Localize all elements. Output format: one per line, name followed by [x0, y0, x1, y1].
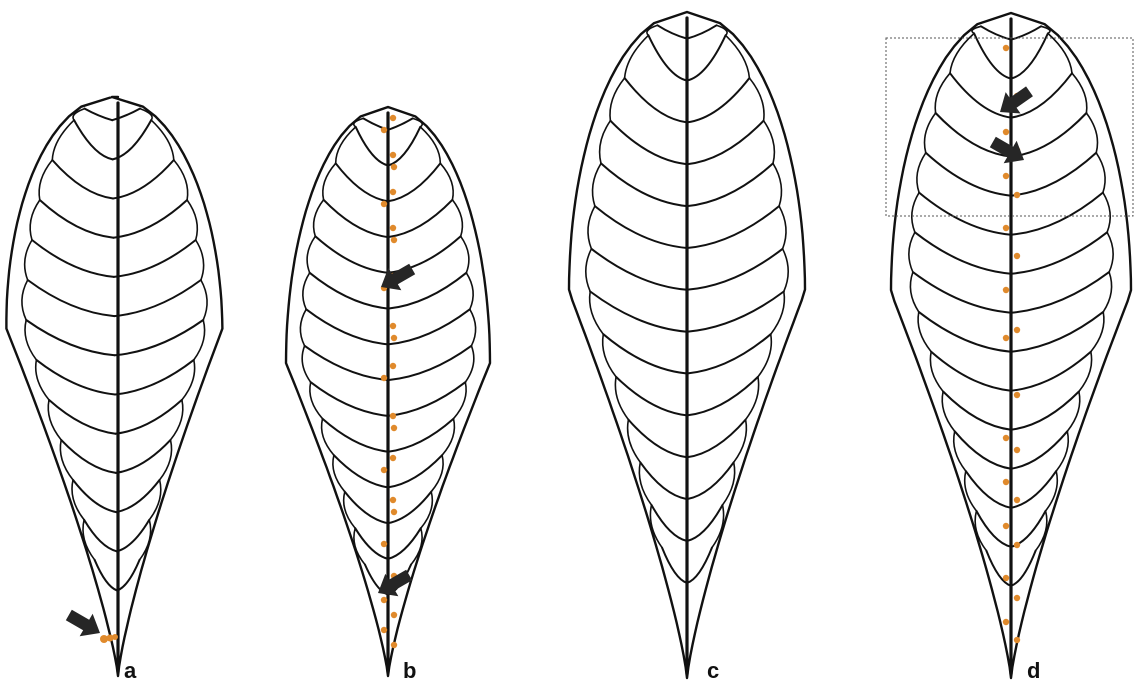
dot-marker	[112, 634, 118, 640]
dot-marker	[391, 509, 397, 515]
dot-marker	[1003, 435, 1009, 441]
dot-marker	[1003, 619, 1009, 625]
leaf-d	[886, 13, 1133, 678]
leaf-b	[286, 107, 490, 676]
panel-label-a: a	[124, 658, 137, 683]
dot-marker	[1003, 287, 1009, 293]
dot-marker	[381, 541, 387, 547]
dot-marker	[390, 413, 396, 419]
dot-marker	[1003, 335, 1009, 341]
dot-marker	[381, 201, 387, 207]
dot-marker	[390, 189, 396, 195]
dot-marker	[1014, 392, 1020, 398]
leaf-c	[569, 12, 805, 678]
dot-marker	[1014, 192, 1020, 198]
dot-marker	[381, 467, 387, 473]
dot-marker	[391, 642, 397, 648]
dot-marker	[1003, 173, 1009, 179]
dot-marker	[390, 323, 396, 329]
dot-marker	[390, 455, 396, 461]
dot-marker	[381, 597, 387, 603]
dot-marker	[1003, 129, 1009, 135]
panel-label-b: b	[403, 658, 416, 683]
dot-marker	[391, 425, 397, 431]
dot-marker	[391, 164, 397, 170]
dot-marker	[381, 127, 387, 133]
leaf-a	[6, 97, 222, 676]
dot-marker	[391, 335, 397, 341]
dot-marker	[391, 237, 397, 243]
dot-marker	[381, 375, 387, 381]
dot-marker	[390, 152, 396, 158]
dot-marker	[1014, 595, 1020, 601]
dot-marker	[390, 115, 396, 121]
dot-marker	[381, 627, 387, 633]
dot-marker	[1014, 253, 1020, 259]
dot-marker	[1014, 327, 1020, 333]
panel-label-c: c	[707, 658, 719, 683]
leaves-group	[6, 12, 1133, 678]
dot-marker	[1014, 542, 1020, 548]
panel-label-d: d	[1027, 658, 1040, 683]
dot-marker	[1003, 479, 1009, 485]
dot-marker	[390, 363, 396, 369]
dot-marker	[1003, 523, 1009, 529]
dot-marker	[1003, 575, 1009, 581]
arrow-icon	[62, 604, 106, 645]
dot-marker	[1003, 45, 1009, 51]
dot-marker	[1014, 497, 1020, 503]
dot-marker	[391, 612, 397, 618]
dot-marker	[390, 225, 396, 231]
panel-labels: a b c d	[124, 658, 1040, 683]
dot-marker	[390, 497, 396, 503]
dot-marker	[1014, 447, 1020, 453]
dot-marker	[1014, 637, 1020, 643]
dot-marker	[1003, 225, 1009, 231]
